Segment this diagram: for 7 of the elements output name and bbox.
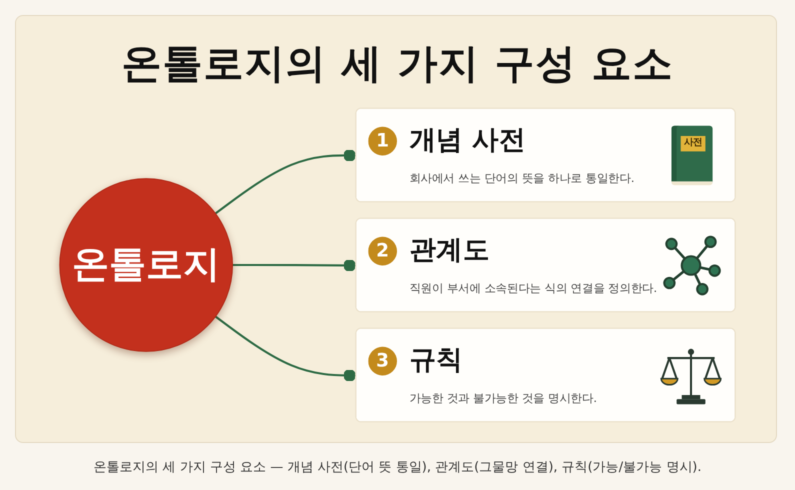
connector [214,149,356,214]
connector [232,259,356,272]
title: 온톨로지의 세 가지 구성 요소 [120,40,674,89]
connector [214,316,356,382]
cover-label: 사전 [680,135,706,152]
caption: 온톨로지의 세 가지 구성 요소 — 개념 사전(단어 뜻 통일), 관계도(그물망 연결), 규칙(가능/불가능 명시). [92,459,702,476]
node-circle: 온톨로지 [59,178,234,352]
